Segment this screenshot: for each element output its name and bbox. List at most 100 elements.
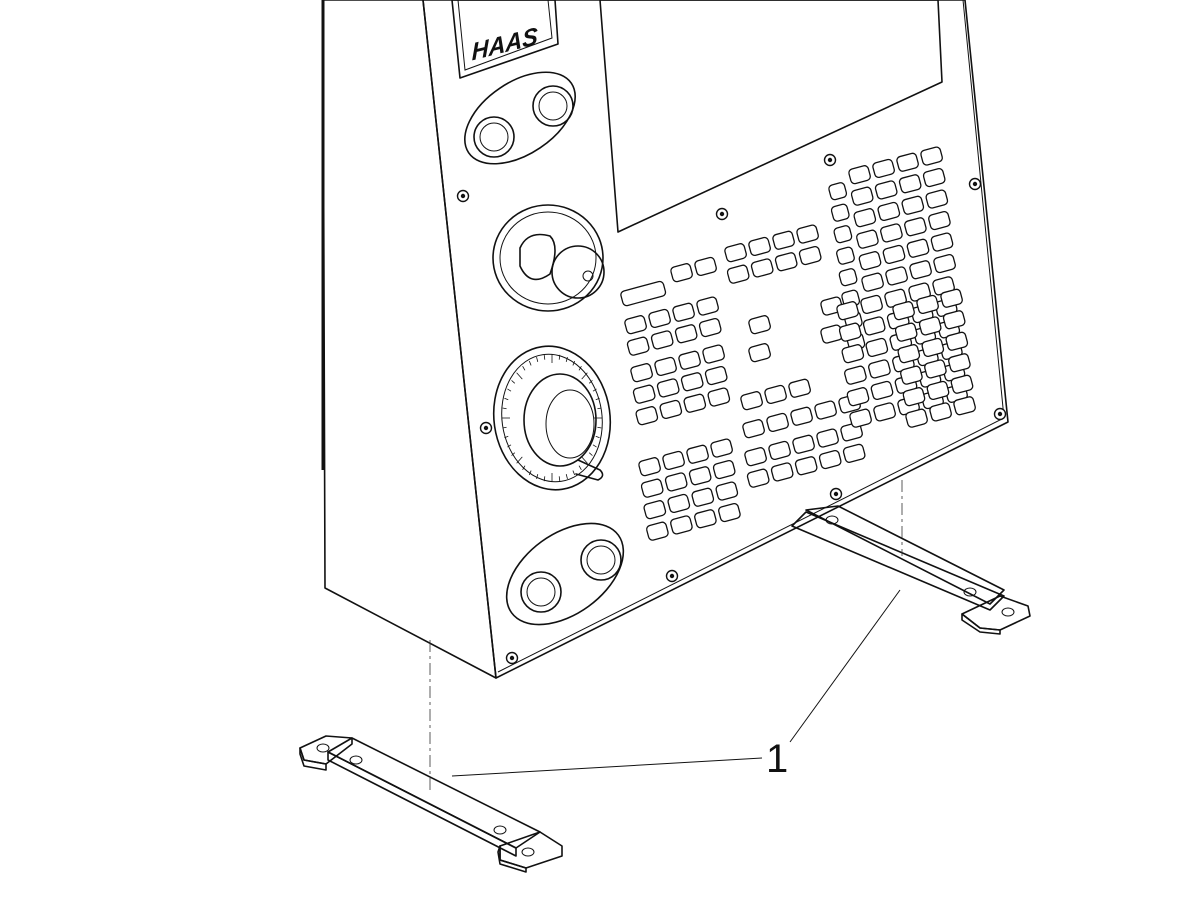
keypad-key	[688, 466, 712, 486]
keypad-key	[626, 336, 650, 356]
screw-icon	[993, 407, 1007, 421]
keypad-key	[830, 203, 850, 222]
keypad-key	[794, 456, 818, 476]
alignment-centerlines	[429, 480, 903, 790]
keypad-key	[726, 264, 750, 284]
keypad-key	[844, 365, 867, 385]
keypad-key	[897, 344, 921, 364]
keypad-key	[892, 301, 915, 321]
keypad-key	[724, 243, 747, 263]
keypad-key	[718, 502, 741, 523]
keypad-key	[925, 189, 949, 209]
keypad-key	[702, 344, 725, 364]
screw-icon	[968, 177, 982, 191]
keypad-key	[744, 447, 767, 467]
keypad-key	[928, 210, 951, 231]
lower-button-pair	[505, 522, 625, 626]
keypad-key	[678, 350, 701, 370]
keypad-key	[861, 272, 884, 292]
keypad-key	[918, 316, 942, 336]
keypad-key	[948, 353, 971, 373]
screw-icon	[479, 421, 493, 435]
keypad-key	[836, 246, 855, 265]
keypad-key	[659, 399, 683, 420]
keypad-key	[768, 440, 791, 461]
keypad-key	[909, 260, 932, 280]
keypad-key	[764, 384, 787, 405]
keypad-key	[748, 236, 771, 257]
keypad-key	[842, 443, 866, 463]
keypad-key	[848, 165, 871, 185]
haas-logo-badge: HAAS	[451, 0, 559, 79]
keypad-key	[833, 225, 853, 244]
keypad-key	[746, 468, 770, 488]
keypad	[620, 146, 976, 541]
keypad-key	[740, 391, 763, 411]
keypad-key	[788, 378, 811, 398]
keypad-key	[860, 294, 883, 315]
keypad-key	[850, 186, 874, 206]
keypad-key	[905, 408, 928, 428]
keypad-key	[715, 481, 739, 501]
mounting-bracket-left	[299, 735, 563, 873]
keypad-key	[710, 438, 733, 458]
keypad-key	[921, 337, 945, 358]
keypad-key	[632, 384, 656, 404]
callout-label: 1	[766, 737, 788, 781]
handwheel-dial-ticks	[502, 354, 602, 482]
upper-button-pair	[463, 71, 577, 165]
keypad-key	[904, 217, 927, 237]
keypad-key	[774, 252, 798, 272]
leader-line-left	[451, 757, 763, 777]
keypad-key	[872, 158, 895, 179]
pendant-cabinet-side	[321, 0, 497, 679]
keypad-key	[880, 223, 903, 243]
keypad-key	[870, 380, 894, 401]
keypad-key	[828, 182, 848, 201]
keypad-key	[662, 450, 685, 471]
screw-icon	[665, 569, 679, 583]
keypad-key	[922, 167, 946, 188]
keypad-key	[712, 459, 736, 480]
keypad-key	[841, 344, 865, 364]
keypad-key	[906, 238, 930, 258]
keypad-key	[874, 180, 898, 200]
keypad-key	[849, 408, 872, 428]
keypad-key	[748, 343, 771, 363]
keypad-key	[792, 434, 815, 454]
keypad-key	[877, 201, 901, 222]
keypad-key	[836, 301, 859, 321]
cycle-start-button-icon	[473, 116, 515, 158]
keypad-key	[772, 230, 795, 250]
keypad-key	[704, 365, 728, 386]
keypad-key	[707, 387, 731, 407]
keypad-key	[930, 232, 954, 252]
keypad-key	[900, 365, 923, 385]
keypad-key	[940, 288, 963, 308]
keypad-key	[846, 387, 870, 407]
keypad-key	[902, 387, 926, 407]
screw-icon	[829, 487, 843, 501]
keypad-key	[691, 487, 715, 507]
keypad-key	[683, 393, 707, 413]
jog-handwheel-icon	[492, 345, 612, 491]
keypad-key	[818, 449, 842, 470]
keypad-key	[838, 268, 858, 287]
keypad-key	[643, 500, 667, 520]
leader-line-right	[789, 589, 901, 743]
keypad-key	[638, 457, 661, 477]
keypad-key	[674, 324, 698, 344]
keypad-key	[916, 294, 939, 315]
keypad-key	[894, 322, 918, 342]
keypad-key	[901, 195, 925, 215]
keypad-key	[670, 263, 693, 283]
feed-hold-button-icon	[532, 85, 574, 127]
keypad-key	[898, 174, 922, 194]
keypad-key	[698, 317, 722, 338]
screw-icon	[715, 207, 729, 221]
keypad-key	[656, 378, 680, 398]
keypad-key	[933, 253, 956, 274]
keypad-key	[929, 402, 952, 422]
keypad-key	[667, 493, 691, 514]
